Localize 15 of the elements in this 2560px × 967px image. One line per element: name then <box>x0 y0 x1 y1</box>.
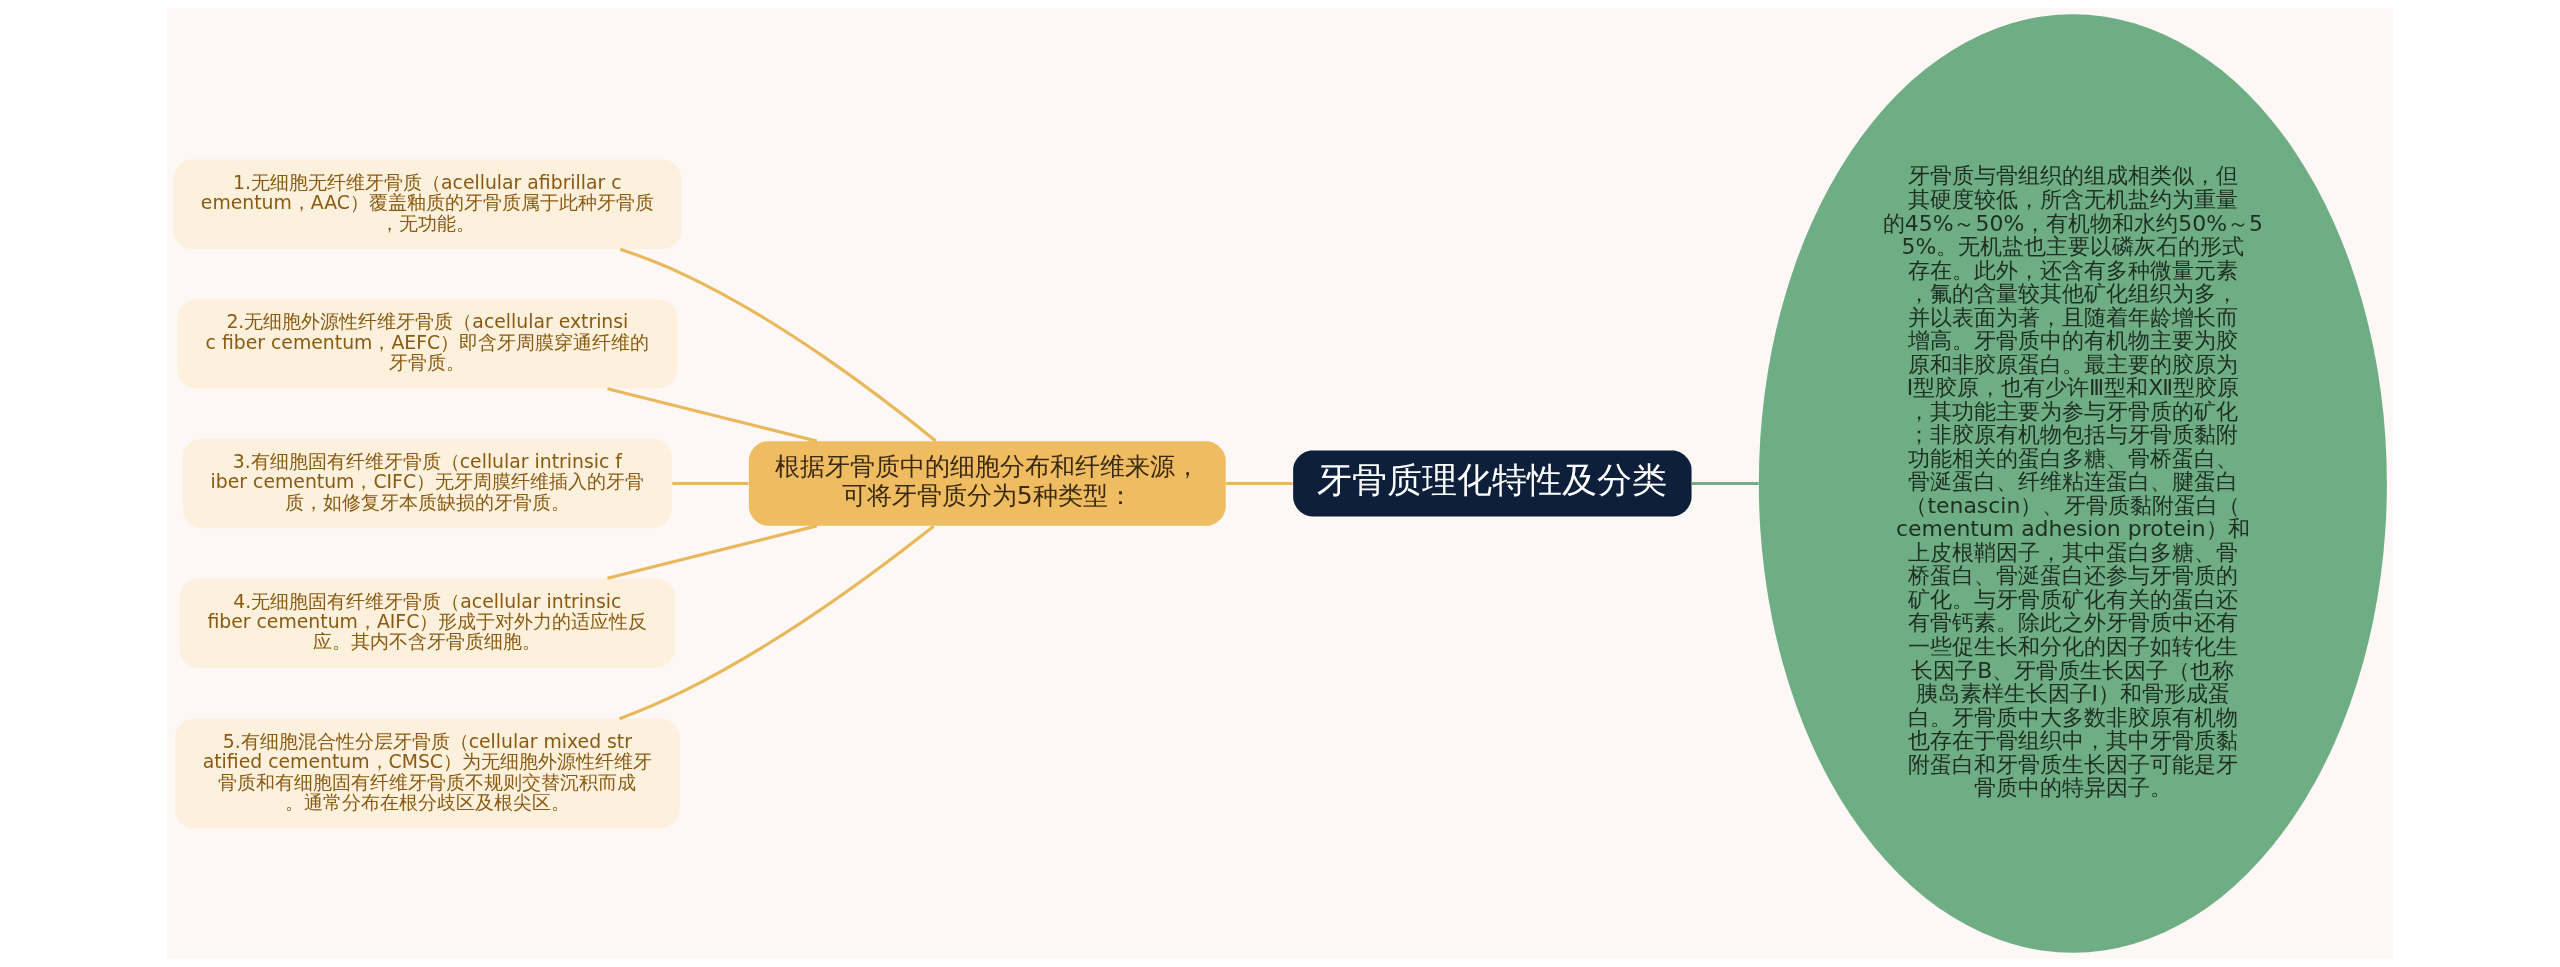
node-box: 4.无细胞固有纤维牙骨质（acellular intrinsic fiber cementum，AIFC）形成于对外力的适应性反应。其内不含牙骨质细胞。 <box>179 578 676 668</box>
node-box: 2.无细胞外源性纤维牙骨质（acellular extrinsic fiber cementum，AEFC）即含牙周膜穿通纤维的牙骨质。 <box>177 299 678 389</box>
connector <box>1691 481 1759 486</box>
node-box: 3.有细胞固有纤维牙骨质（cellular intrinsic fiber cementum，CIFC）无牙周膜纤维插入的牙骨质，如修复牙本质缺损的牙骨质。 <box>182 438 673 529</box>
connector <box>607 524 818 580</box>
node-box: 牙骨质理化特性及分类 <box>1293 450 1692 517</box>
node-box: 根据牙骨质中的细胞分布和纤维来源，可将牙骨质分为5种类型： <box>748 441 1226 526</box>
node-box: 5.有细胞混合性分层牙骨质（cellular mixed stratified cementum，CMSC）为无细胞外源性纤维牙骨质和有细胞固有纤维牙骨质不规则交替沉积而成。通常分布在根分歧区及根尖区。 <box>174 718 680 829</box>
connector <box>607 387 818 443</box>
connector <box>618 524 935 721</box>
connector <box>672 481 749 486</box>
node-ellipse: 牙骨质与骨组织的组成相类似，但其硬度较低，所含无机盐约为重量的45%～50%，有机物和水约50%～55%。无机盐也主要以磷灰石的形式存在。此外，还含有多种微量元素，氟的含量较其他矿化组织为多，并以表面为著，且随着年龄增长而增高。牙骨质中的有机物主要为胶原和非胶原蛋白。最主要的胶原为I型胶原，也有少许Ⅲ型和Ⅻ型胶原，其功能主要为参与牙骨质的矿化；非胶原有机物包括与牙骨质黏附功能相关的蛋白多糖、骨桥蛋白、骨涎蛋白、纤维粘连蛋白、腱蛋白（tenascin）、牙骨质黏附蛋白（cementum adhesion protein）和上皮根鞘因子，其中蛋白多糖、骨桥蛋白、骨涎蛋白还参与牙骨质的矿化。与牙骨质矿化有关的蛋白还有骨钙素。除此之外牙骨质中还有一些促生长和分化的因子如转化生长因子B、牙骨质生长因子（也称胰岛素样生长因子I）和骨形成蛋白。牙骨质中大多数非胶原有机物也存在于骨组织中，其中牙骨质黏附蛋白和牙骨质生长因子可能是牙骨质中的特异因子。 <box>1758 14 2387 953</box>
connector <box>1225 481 1293 486</box>
node-box: 1.无细胞无纤维牙骨质（acellular afibrillar cementum，AAC）覆盖釉质的牙骨质属于此种牙骨质，无功能。 <box>173 159 682 249</box>
connector <box>619 247 937 443</box>
